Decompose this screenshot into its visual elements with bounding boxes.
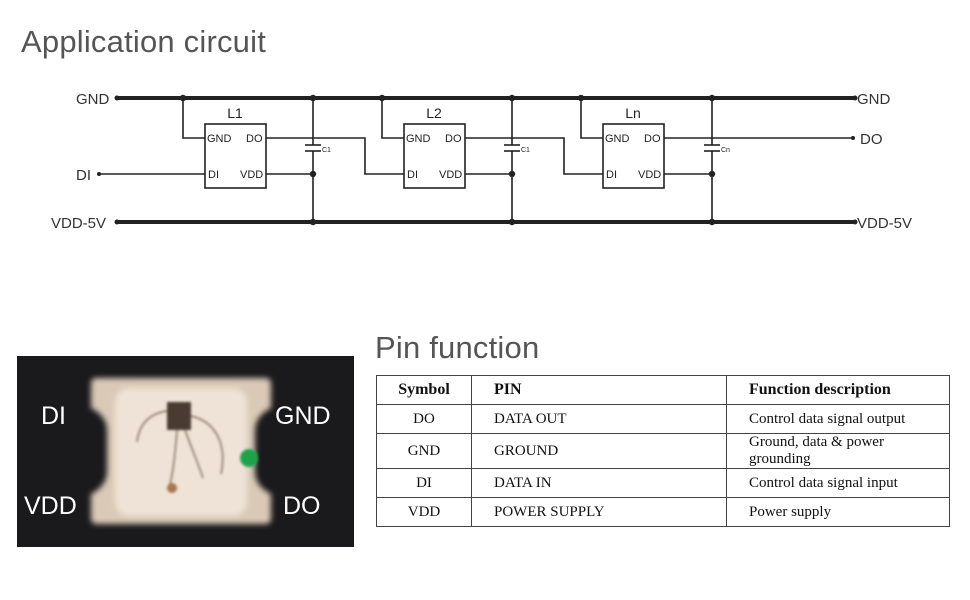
row-symbol: DI <box>376 468 472 498</box>
green-marker-icon <box>240 449 258 467</box>
gnd-wire-ln <box>580 98 603 139</box>
row-description: Control data signal output <box>726 404 950 434</box>
gnd-wire-l2 <box>381 98 404 139</box>
led-lens <box>115 388 247 516</box>
led-box-l1 <box>204 123 267 189</box>
vdd-label-right: VDD-5V <box>857 215 912 232</box>
led-name-l2: L2 <box>426 105 442 121</box>
capacitor-branch-1 <box>305 98 321 222</box>
photo-label-do: DO <box>283 492 321 520</box>
row-description: Control data signal input <box>726 468 950 498</box>
header-symbol: Symbol <box>376 375 472 405</box>
gnd-label-right: GND <box>857 91 891 108</box>
row-symbol: GND <box>376 433 472 469</box>
l2-pin-do: DO <box>445 133 462 145</box>
vdd-label-left: VDD-5V <box>51 215 106 232</box>
table-row: GND GROUND Ground, data & power groundin… <box>376 433 950 469</box>
photo-label-vdd: VDD <box>24 492 77 520</box>
l1-pin-vdd: VDD <box>240 169 263 181</box>
led-pad-dot <box>167 483 177 493</box>
ln-pin-do: DO <box>644 133 661 145</box>
led-box-l2 <box>403 123 466 189</box>
data-wire-l2-ln <box>465 137 603 175</box>
led-chip <box>167 402 191 430</box>
header-function-description: Function description <box>726 375 950 405</box>
application-circuit-diagram: GND GND DI DO VDD-5V VDD-5V L1 L2 Ln GND… <box>51 91 912 232</box>
pin-function-table: Symbol PIN Function description DO DATA … <box>376 375 950 527</box>
do-label: DO <box>860 131 883 148</box>
photo-label-di: DI <box>41 402 66 430</box>
row-symbol: DO <box>376 404 472 434</box>
pin-function-title: Pin function <box>375 330 540 365</box>
led-box-ln <box>602 123 665 189</box>
photo-label-gnd: GND <box>275 402 331 430</box>
row-pin: GROUND <box>471 433 727 469</box>
cap-label-1: C1 <box>322 147 331 154</box>
ln-pin-vdd: VDD <box>638 169 661 181</box>
row-description: Ground, data & power grounding <box>726 433 950 469</box>
led-name-l1: L1 <box>227 105 243 121</box>
ln-pin-di: DI <box>606 169 617 181</box>
row-pin: POWER SUPPLY <box>471 497 727 527</box>
l2-pin-di: DI <box>407 169 418 181</box>
data-wire-l1-l2 <box>266 137 404 175</box>
table-header-row: Symbol PIN Function description <box>376 375 950 405</box>
gnd-wire-l1 <box>182 98 205 139</box>
application-circuit-title: Application circuit <box>21 24 267 59</box>
l1-pin-do: DO <box>246 133 263 145</box>
row-pin: DATA IN <box>471 468 727 498</box>
capacitor-branch-2 <box>504 98 520 222</box>
cap-label-2: C1 <box>521 147 530 154</box>
l2-pin-vdd: VDD <box>439 169 462 181</box>
junction-dots <box>97 94 858 226</box>
led-name-ln: Ln <box>625 105 641 121</box>
table-row: VDD POWER SUPPLY Power supply <box>376 497 950 527</box>
l1-pin-di: DI <box>208 169 219 181</box>
table-row: DO DATA OUT Control data signal output <box>376 404 950 434</box>
l2-pin-gnd: GND <box>406 133 431 145</box>
ln-pin-gnd: GND <box>605 133 630 145</box>
l1-pin-gnd: GND <box>207 133 232 145</box>
row-symbol: VDD <box>376 497 472 527</box>
cap-label-n: Cn <box>721 147 730 154</box>
table-row: DI DATA IN Control data signal input <box>376 468 950 498</box>
di-label: DI <box>76 167 91 184</box>
capacitor-branch-n <box>704 98 720 222</box>
header-pin: PIN <box>471 375 727 405</box>
gnd-label-left: GND <box>76 91 110 108</box>
row-description: Power supply <box>726 497 950 527</box>
led-package-photo: DI GND VDD DO <box>17 356 354 547</box>
row-pin: DATA OUT <box>471 404 727 434</box>
